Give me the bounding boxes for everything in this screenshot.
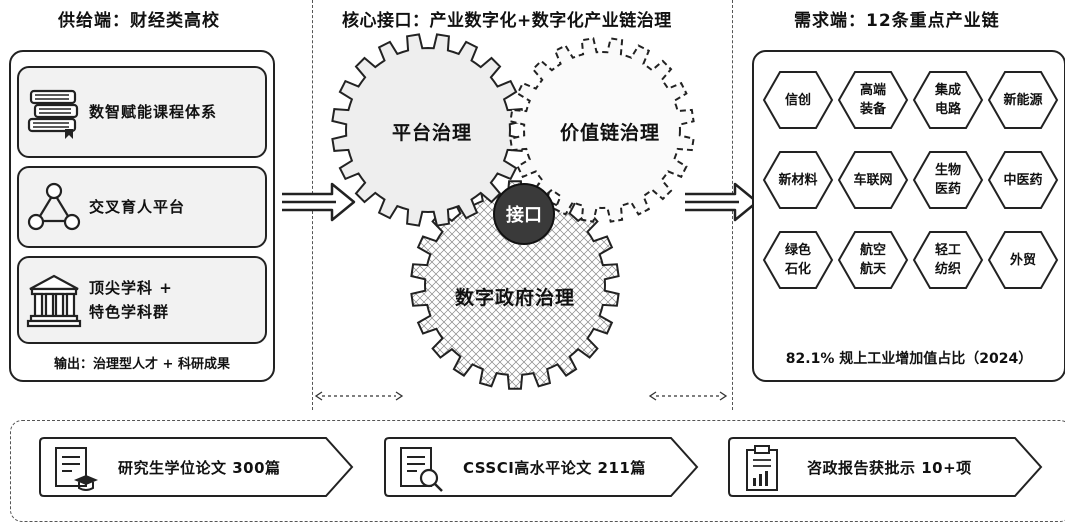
gear-label-value-chain: 价值链治理 <box>560 122 661 144</box>
industry-chain-hexagon: 车联网 <box>837 150 909 210</box>
industry-chain-hexagon: 中医药 <box>987 150 1059 210</box>
output-chevron: 研究生学位论文 300篇 <box>38 436 356 498</box>
industry-chain-hexagon: 航空 航天 <box>837 230 909 290</box>
gears-diagram <box>331 33 695 390</box>
supply-header: 供给端：财经类高校 <box>58 11 220 31</box>
dotted-arrow <box>314 391 404 401</box>
interface-label: 接口 <box>506 205 542 226</box>
industry-chain-label: 生物 医药 <box>934 163 961 197</box>
industry-chain-label: 高端 装备 <box>859 83 886 117</box>
industry-chain-label: 外贸 <box>1009 252 1036 268</box>
output-chevron: CSSCI高水平论文 211篇 <box>383 436 701 498</box>
supply-card-label: 交叉育人平台 <box>89 198 186 216</box>
books-icon <box>19 83 89 141</box>
institution-building-icon <box>19 271 89 329</box>
gear-value-chain <box>509 37 695 223</box>
industry-chain-label: 中医药 <box>1003 172 1043 188</box>
gear-label-digital-government: 数字政府治理 <box>455 287 576 309</box>
supply-panel: 数智赋能课程体系 交叉育人平台 顶尖学 <box>9 50 275 382</box>
industry-chain-label: 航空 航天 <box>859 243 886 277</box>
triangle-network-icon <box>19 179 89 235</box>
gear-label-platform: 平台治理 <box>392 122 473 144</box>
dotted-arrow <box>648 391 728 401</box>
industry-chain-hexagon: 轻工 纺织 <box>912 230 984 290</box>
output-label: 咨政报告获批示 10+项 <box>807 458 972 477</box>
output-label: 研究生学位论文 300篇 <box>118 458 281 477</box>
industry-chain-hexagon: 生物 医药 <box>912 150 984 210</box>
industry-chain-hexagon: 外贸 <box>987 230 1059 290</box>
interface-badge: 接口 <box>493 183 555 245</box>
industry-chain-hexagon: 高端 装备 <box>837 70 909 130</box>
industry-chain-label: 轻工 纺织 <box>934 243 961 277</box>
industry-chain-label: 集成 电路 <box>934 83 961 117</box>
supply-card-label: 数智赋能课程体系 <box>89 103 218 121</box>
supply-output: 输出：治理型人才 + 科研成果 <box>54 357 230 372</box>
industry-chain-hexagon: 集成 电路 <box>912 70 984 130</box>
industry-chain-hexagon: 绿色 石化 <box>762 230 834 290</box>
industry-chain-hexagon: 新能源 <box>987 70 1059 130</box>
core-header: 核心接口：产业数字化+数字化产业链治理 <box>342 11 672 31</box>
arrow-right-icon <box>280 180 358 228</box>
gear-platform <box>331 33 525 227</box>
industry-chain-hexagon: 信创 <box>762 70 834 130</box>
output-chevron: 咨政报告获批示 10+项 <box>727 436 1045 498</box>
supply-card-disciplines: 顶尖学科 + 特色学科群 <box>17 256 267 344</box>
supply-card-label: 顶尖学科 + 特色学科群 <box>89 279 173 321</box>
industry-chain-label: 新材料 <box>778 172 818 188</box>
demand-header: 需求端：12条重点产业链 <box>794 11 1000 31</box>
supply-card-platform: 交叉育人平台 <box>17 166 267 248</box>
supply-card-courses: 数智赋能课程体系 <box>17 66 267 158</box>
industry-chain-label: 新能源 <box>1003 92 1043 108</box>
industry-chain-label: 车联网 <box>853 172 893 188</box>
industry-chain-label: 信创 <box>784 92 811 108</box>
output-label: CSSCI高水平论文 211篇 <box>463 458 646 477</box>
industry-chain-label: 绿色 石化 <box>784 243 811 277</box>
demand-stat: 82.1% 规上工业增加值占比（2024） <box>785 351 1033 367</box>
industry-chain-hexagon: 新材料 <box>762 150 834 210</box>
demand-panel: 信创 高端 装备 集成 电路 新能源新材料 车联网 生物 医药 中医药绿色 石化 航空 航天 轻… <box>752 50 1065 382</box>
